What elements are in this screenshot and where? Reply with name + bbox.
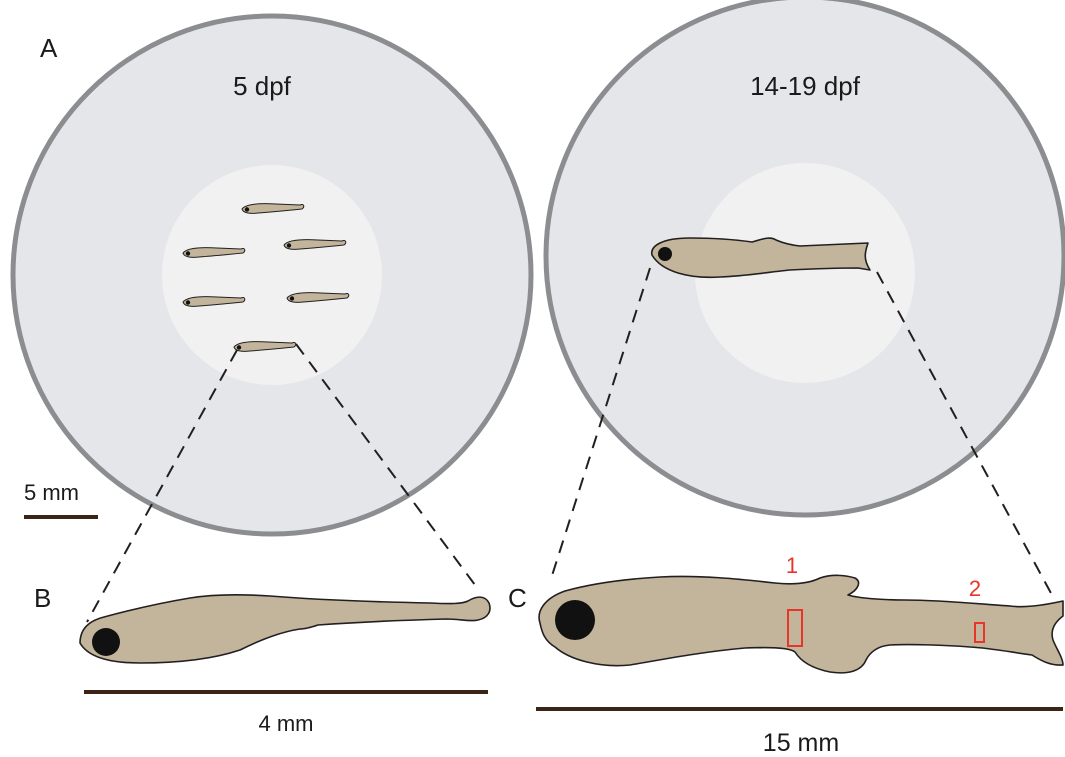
dish-label-14-19dpf: 14-19 dpf [750, 71, 861, 101]
scale-bar-juvenile-label: 15 mm [763, 729, 839, 757]
larva-5dpf-enlarged [80, 595, 490, 663]
region-label-1: 1 [786, 553, 798, 578]
panel-letter-b: B [34, 583, 51, 613]
scale-bar-larva-label: 4 mm [259, 711, 314, 736]
region-label-2: 2 [969, 576, 981, 601]
scale-bar-dish-label: 5 mm [24, 480, 79, 505]
dish-5dpf-center [162, 165, 382, 385]
juvenile-enlarged [539, 575, 1063, 673]
juvenile-eye-small [658, 247, 672, 261]
dish-label-5dpf: 5 dpf [233, 71, 292, 101]
larva-eye [92, 628, 120, 656]
panel-letter-a: A [40, 33, 58, 63]
panel-letter-c: C [508, 583, 527, 613]
juvenile-eye [555, 600, 595, 640]
scale-bar-juvenile: 15 mm [536, 709, 1063, 757]
scale-bar-larva: 4 mm [84, 692, 488, 736]
scale-bar-dish: 5 mm [24, 480, 98, 517]
